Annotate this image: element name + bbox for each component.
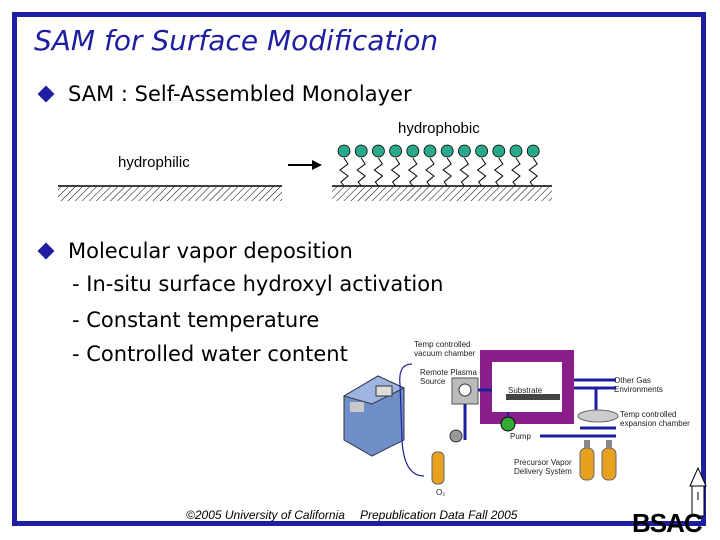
plasma-label: Remote Plasma Source — [420, 368, 477, 386]
hydrophobic-label: hydrophobic — [398, 120, 480, 137]
pump-icon — [500, 412, 516, 432]
tool-machine — [342, 375, 406, 457]
sam-molecule — [509, 144, 523, 187]
pump-label: Pump — [510, 432, 531, 441]
subitem-temperature: - Constant temperature — [72, 308, 320, 332]
vacuum-chamber — [480, 350, 616, 424]
footer-copyright: ©2005 University of California — [186, 508, 345, 522]
slide-frame — [12, 12, 706, 526]
bullet-mvd-text: Molecular vapor deposition — [68, 239, 353, 263]
sam-molecule — [526, 144, 540, 187]
expansion-chamber — [540, 409, 619, 438]
sam-molecule — [492, 144, 506, 187]
sam-molecule — [406, 144, 420, 187]
bullet-sam: SAM : Self-Assembled Monolayer — [36, 82, 412, 106]
sam-molecule — [389, 144, 403, 187]
precursor-label: Precursor Vapor Delivery System — [514, 458, 572, 476]
bullet-sam-text: SAM : Self-Assembled Monolayer — [68, 82, 412, 106]
sam-molecule — [337, 144, 351, 187]
other-gas-label: Other Gas Environments — [614, 376, 663, 394]
sam-molecule — [457, 144, 471, 187]
precursor-canisters — [579, 440, 617, 481]
o2-canister — [431, 451, 445, 485]
valve-icon — [449, 429, 463, 443]
sam-molecule — [371, 144, 385, 187]
sam-molecule — [475, 144, 489, 187]
arrow-icon — [288, 160, 322, 170]
expansion-label: Temp controlled expansion chamber — [620, 410, 690, 428]
hydrophilic-label: hydrophilic — [118, 154, 190, 171]
sam-molecule — [440, 144, 454, 187]
sam-molecule — [354, 144, 368, 187]
o2-label: O₂ — [436, 488, 446, 497]
plasma-source — [451, 377, 492, 440]
temp-chamber-label: Temp controlled vacuum chamber — [414, 340, 476, 358]
subitem-water: - Controlled water content — [72, 342, 348, 366]
slide-title: SAM for Surface Modification — [34, 24, 439, 57]
footer-note: Prepublication Data Fall 2005 — [360, 508, 518, 522]
sam-molecule — [423, 144, 437, 187]
monolayer-molecules — [337, 144, 540, 187]
subitem-hydroxyl: - In-situ surface hydroxyl activation — [72, 272, 444, 296]
bsac-logo: BSAC — [632, 508, 703, 538]
diamond-bullet-icon — [37, 242, 55, 260]
campanile-icon — [689, 466, 707, 517]
substrate-label: Substrate — [508, 386, 543, 395]
connector-brace — [399, 363, 425, 477]
coated-substrate — [332, 185, 552, 201]
bare-substrate — [58, 185, 282, 201]
bullet-mvd: Molecular vapor deposition — [36, 239, 353, 263]
